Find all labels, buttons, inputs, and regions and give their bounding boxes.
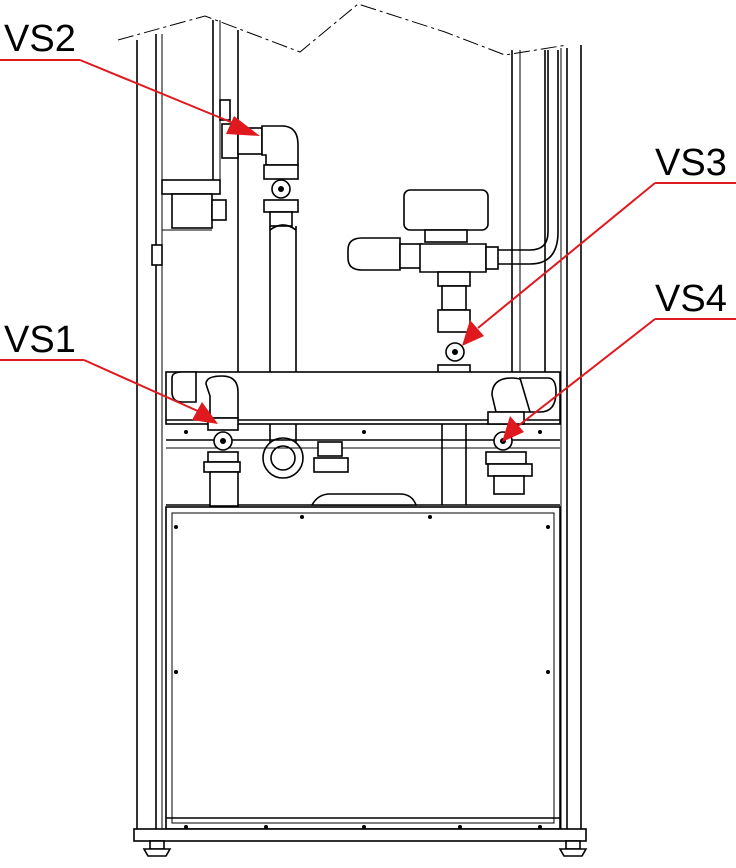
callout-vs4-arrowhead	[502, 416, 524, 442]
callout-vs3: VS3	[462, 142, 736, 346]
callout-vs1-leader	[83, 359, 201, 413]
callout-vs3-arrowhead	[462, 320, 484, 346]
callout-vs4-label: VS4	[655, 278, 727, 320]
callout-vs1-label: VS1	[4, 319, 76, 361]
vs1-pipe-assembly	[171, 371, 241, 507]
callout-vs2-leader	[79, 59, 239, 126]
callout-vs1-arrowhead	[192, 402, 218, 424]
vs4-pipe-assembly	[485, 377, 557, 495]
callout-vs2-arrowhead	[226, 116, 260, 136]
callout-vs2-label: VS2	[4, 18, 76, 60]
control-box	[151, 179, 227, 266]
base-and-feet	[133, 828, 588, 857]
callout-vs3-label: VS3	[655, 142, 727, 184]
callout-vs2: VS2	[0, 18, 260, 136]
cabinet-frame	[117, 3, 582, 838]
callout-vs1: VS1	[0, 319, 218, 424]
callout-vs4-leader	[517, 318, 656, 427]
mixing-valve-assembly	[347, 50, 559, 505]
callout-vs4: VS4	[502, 278, 736, 442]
vs2-pipe-assembly	[219, 99, 304, 479]
callout-vs3-leader	[477, 182, 656, 329]
lower-cabinet-panel	[165, 506, 561, 830]
